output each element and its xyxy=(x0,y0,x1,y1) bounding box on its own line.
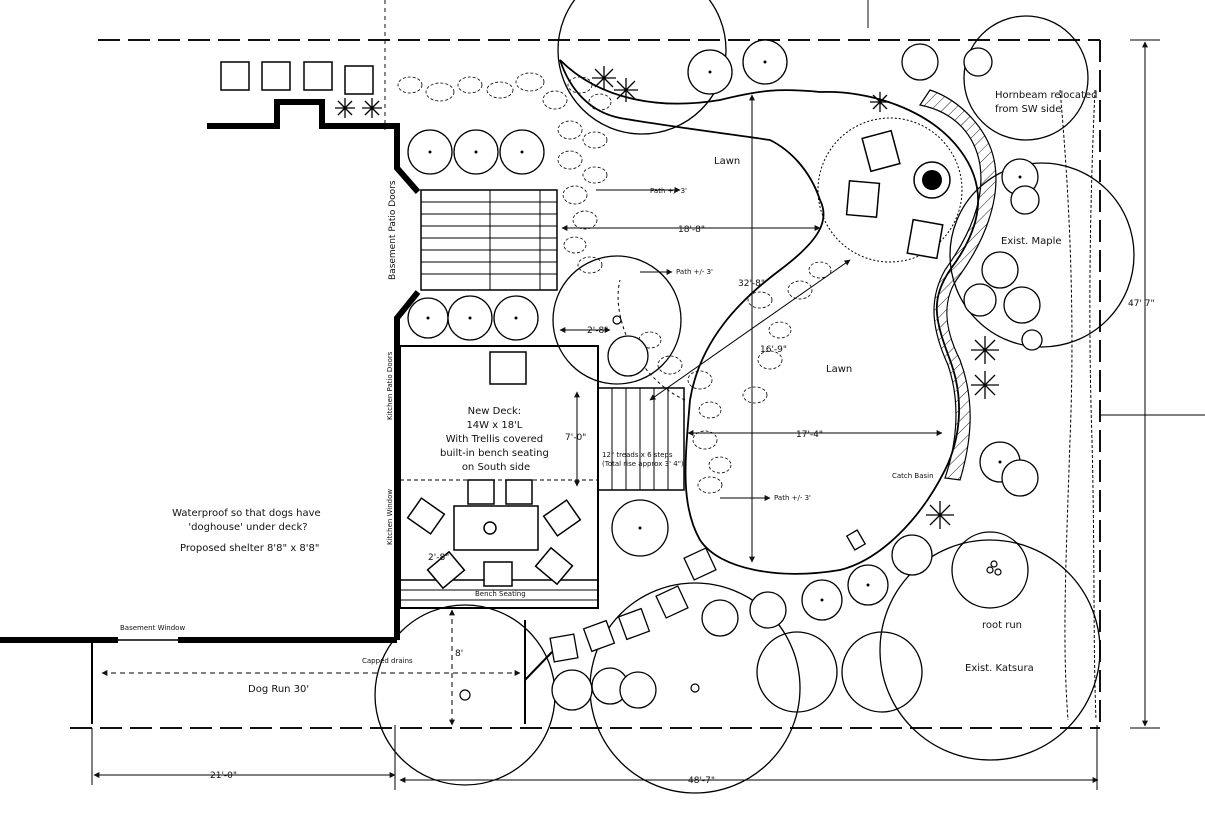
proposed-shelter-note: Proposed shelter 8'8" x 8'8" xyxy=(180,543,319,554)
dim-7-0: 7'-0" xyxy=(565,433,586,443)
dim-2-8-upper: 2'-8" xyxy=(587,326,608,336)
root-run-label: root run xyxy=(982,620,1022,631)
waterproof-note: Waterproof so that dogs have 'doghouse' … xyxy=(172,508,324,533)
basement-patio-doors-label: Basement Patio Doors xyxy=(388,180,398,280)
stair-note: 12" treads x 6 steps (Total rise approx … xyxy=(602,451,684,468)
stepping-stones xyxy=(549,529,867,663)
dim-17-4: 17'-4" xyxy=(796,430,823,440)
kitchen-patio-doors-label: Kitchen Patio Doors xyxy=(386,351,394,420)
hornbeam-label: Hornbeam relocated from SW side xyxy=(995,90,1101,115)
dog-run-label: Dog Run 30' xyxy=(248,684,309,695)
dim-32-8: 32'-8" xyxy=(738,279,765,289)
hatched-bed xyxy=(919,89,997,481)
dim-47-7: 47' 7" xyxy=(1128,299,1155,309)
kitchen-window-label: Kitchen Window xyxy=(386,489,394,545)
tree-trunks xyxy=(459,315,1002,701)
spiky-plants xyxy=(335,66,999,529)
path-bottom-label: Path +/- 3' xyxy=(774,494,811,502)
deck-stairs xyxy=(597,387,685,491)
tree-canopies xyxy=(374,0,1135,794)
exist-maple-label: Exist. Maple xyxy=(1001,236,1062,247)
east-hedge xyxy=(1059,89,1097,721)
basement-patio xyxy=(420,189,558,291)
plan-labels: Lawn Lawn Basement Patio Doors Kitchen P… xyxy=(120,90,1101,695)
dim-8: 8' xyxy=(455,649,463,659)
dim-16-9: 16'-9" xyxy=(760,345,787,355)
dimension-lines xyxy=(91,39,1205,790)
house-outline xyxy=(0,99,421,643)
dimension-texts: 18'-8" 32'-8" 16'-9" 17'-4" 47' 7" 21'-0… xyxy=(210,225,1155,786)
path-top-label: Path +/- 3' xyxy=(650,187,687,195)
lawn-outline xyxy=(559,59,980,575)
basement-window-label: Basement Window xyxy=(120,624,185,632)
dim-18-8: 18'-8" xyxy=(678,225,705,235)
catch-basin-label: Catch Basin xyxy=(892,472,934,480)
path-mid-label: Path +/- 3' xyxy=(676,268,713,276)
dim-2-8-lower: 2'-8" xyxy=(428,553,449,563)
dim-21-0: 21'-0" xyxy=(210,771,237,781)
lawn-upper-label: Lawn xyxy=(714,156,740,167)
lawn-lower-label: Lawn xyxy=(826,364,852,375)
new-deck-label: New Deck: 14W x 18'L With Trellis covere… xyxy=(440,406,552,473)
shrub-centers xyxy=(426,60,1022,602)
bench-seating-label: Bench Seating xyxy=(475,590,526,598)
deck-furniture xyxy=(406,351,582,590)
fire-pit-patio xyxy=(817,117,963,263)
ac-units xyxy=(220,61,374,95)
capped-drains-label: Capped drains xyxy=(362,657,413,665)
property-boundary xyxy=(70,0,1101,729)
dim-48-7: 48'-7" xyxy=(688,776,715,786)
exist-katsura-label: Exist. Katsura xyxy=(965,663,1034,674)
dog-run xyxy=(91,620,553,724)
